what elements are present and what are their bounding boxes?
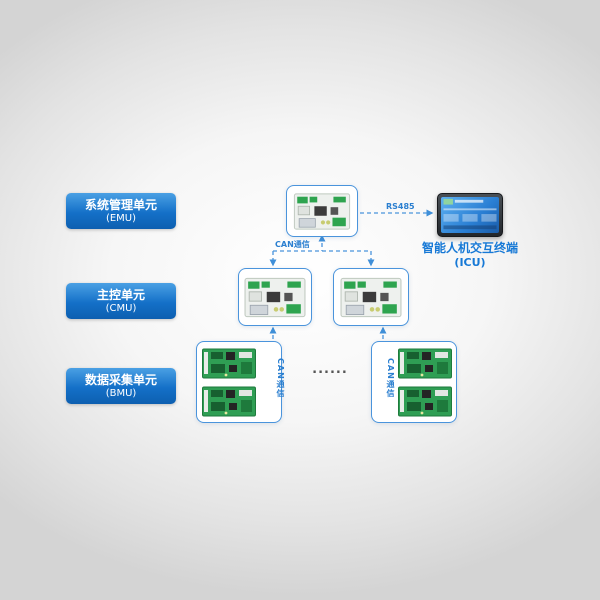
emu-device-box — [286, 185, 358, 237]
can-bus-label-right: CAN通信 — [386, 358, 395, 398]
cmu1-board-image — [244, 275, 306, 319]
hmi-screen-content — [443, 198, 497, 230]
emu-label-code: (EMU) — [105, 212, 137, 224]
bmu-board-1a-image — [202, 348, 256, 379]
hmi-screen — [441, 197, 499, 233]
cmu-label-code: (CMU) — [105, 302, 137, 314]
bmu-group1-box — [196, 341, 282, 423]
icu-label-name: 智能人机交互终端 — [421, 241, 518, 255]
hmi-terminal — [437, 193, 503, 237]
emu-label-name: 系统管理单元 — [84, 197, 157, 212]
bmu-label: 数据采集单元 (BMU) — [66, 368, 176, 404]
bmu-board-1b-image — [202, 386, 256, 417]
bmu-label-name: 数据采集单元 — [84, 372, 157, 387]
bmu-label-code: (BMU) — [105, 387, 137, 399]
cmu2-device-box — [333, 268, 409, 326]
cmu-label: 主控单元 (CMU) — [66, 283, 176, 319]
emu-label: 系统管理单元 (EMU) — [66, 193, 176, 229]
bmu-board-2b-image — [398, 386, 452, 417]
cmu1-device-box — [238, 268, 312, 326]
emu-board-image — [292, 191, 352, 231]
bmu-board-2a-image — [398, 348, 452, 379]
continuation-dots: ...... — [312, 362, 348, 377]
bmu-group2-box — [371, 341, 457, 423]
cmu2-board-image — [340, 275, 402, 319]
can-bus-label-left: CAN通信 — [276, 358, 285, 398]
icu-label: 智能人机交互终端 (ICU) — [415, 241, 525, 270]
can-bus-label-top: CAN通信 — [275, 240, 310, 249]
icu-label-code: (ICU) — [454, 256, 486, 269]
rs485-label: RS485 — [386, 202, 415, 211]
cmu-label-name: 主控单元 — [96, 287, 145, 302]
